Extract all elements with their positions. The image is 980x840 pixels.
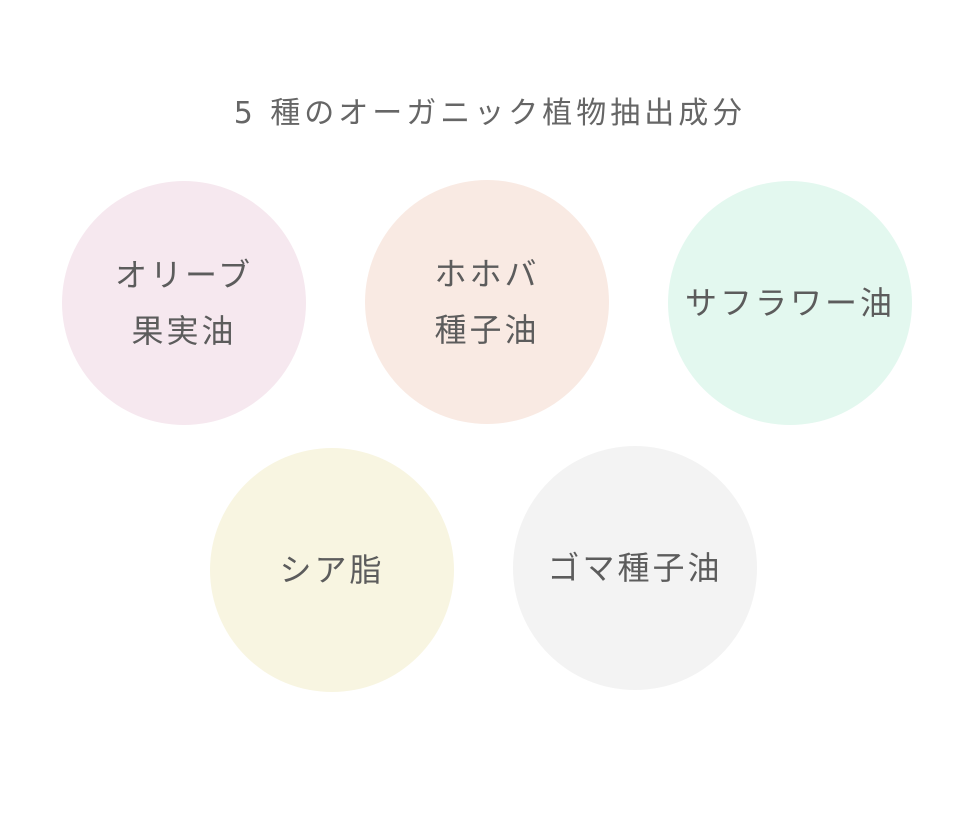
ingredient-label: 種子油 [434,311,540,349]
ingredient-circle-shea: シア脂 [210,448,454,692]
ingredient-label: オリーブ [114,256,254,294]
section-title: 5 種のオーガニック植物抽出成分 [233,96,747,131]
ingredient-circle-safflower: サフラワー油 [668,181,912,425]
ingredient-label: 果実油 [131,312,237,350]
ingredient-label: サフラワー油 [684,284,895,322]
ingredient-label: ホホバ [434,255,540,293]
ingredient-label: ゴマ種子油 [547,549,723,587]
ingredient-circle-olive: オリーブ 果実油 [62,181,306,425]
ingredient-circle-sesame: ゴマ種子油 [513,446,757,690]
ingredient-label: シア脂 [279,551,385,589]
ingredient-circle-jojoba: ホホバ 種子油 [365,180,609,424]
